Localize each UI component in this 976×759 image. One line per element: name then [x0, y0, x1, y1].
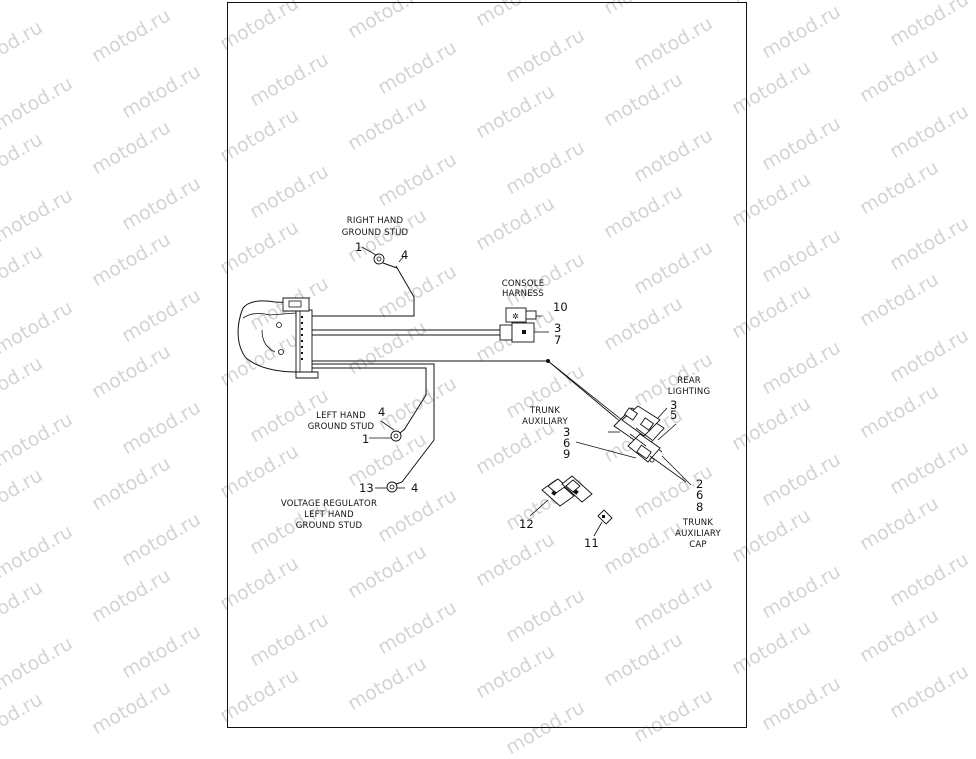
harness-wires — [312, 265, 663, 483]
vreg-label-1: VOLTAGE REGULATOR — [281, 499, 377, 509]
callout-rh-1: 1 — [355, 240, 362, 254]
callout-lh-4: 4 — [378, 405, 385, 419]
rear-lighting-label-2: LIGHTING — [668, 387, 710, 397]
callouts: 1 4 10 3 7 3 5 3 6 9 4 1 13 4 2 6 8 12 1… — [355, 240, 703, 550]
callout-rear-5: 5 — [670, 408, 677, 422]
callout-11: 11 — [584, 536, 599, 550]
rh-ground-stud-label-1: RIGHT HAND — [347, 216, 404, 226]
page-frame — [227, 2, 747, 728]
callout-rear-3: 3 — [670, 398, 677, 412]
console-harness-label-2: HARNESS — [502, 289, 544, 299]
frame-bracket — [282, 297, 319, 379]
frame-tube — [237, 300, 299, 373]
labels: RIGHT HAND GROUND STUD CONSOLE HARNESS R… — [281, 216, 721, 550]
wiring-diagram: ✲ — [237, 216, 721, 550]
callout-console-10: 10 — [553, 300, 568, 314]
trunk-auxiliary-label-1: TRUNK — [529, 406, 560, 416]
callout-console-3: 3 — [554, 321, 561, 335]
lh-ground-terminal — [390, 428, 406, 442]
rear-lighting-label-1: REAR — [677, 376, 701, 386]
callout-trunk-9: 9 — [563, 447, 570, 461]
callout-cap-2: 2 — [696, 477, 703, 491]
trunk-cap-label-1: TRUNK — [682, 518, 713, 528]
rear-connector-assembly — [608, 405, 687, 483]
callout-12: 12 — [519, 517, 534, 531]
callout-cap-6: 6 — [696, 488, 703, 502]
leader-lines — [361, 246, 692, 537]
trunk-auxiliary-label-2: AUXILIARY — [522, 417, 568, 427]
vreg-label-2: LEFT HAND — [304, 510, 354, 520]
callout-vreg-13: 13 — [359, 481, 374, 495]
vreg-ground-terminal — [386, 481, 403, 493]
callout-lh-1: 1 — [362, 432, 369, 446]
vreg-label-3: GROUND STUD — [296, 521, 363, 531]
trunk-cap-label-2: AUXILIARY — [675, 529, 721, 539]
callout-vreg-4: 4 — [411, 481, 418, 495]
rh-ground-stud-label-2: GROUND STUD — [342, 228, 409, 238]
lh-ground-stud-label-1: LEFT HAND — [316, 411, 366, 421]
callout-cap-8: 8 — [696, 500, 703, 514]
rh-ground-terminal — [373, 253, 398, 269]
svg-text:✲: ✲ — [512, 312, 519, 321]
callout-trunk-6: 6 — [563, 436, 570, 450]
trunk-cap-label-3: CAP — [689, 540, 706, 550]
lh-ground-stud-label-2: GROUND STUD — [308, 422, 375, 432]
console-connector-3-7 — [499, 322, 535, 343]
connector-12 — [541, 475, 593, 507]
callout-trunk-3: 3 — [563, 425, 570, 439]
callout-console-7: 7 — [554, 333, 561, 347]
callout-rh-4: 4 — [401, 248, 408, 262]
console-connector-10: ✲ — [505, 307, 537, 323]
connector-11 — [597, 509, 613, 525]
console-harness-label-1: CONSOLE — [502, 279, 545, 289]
